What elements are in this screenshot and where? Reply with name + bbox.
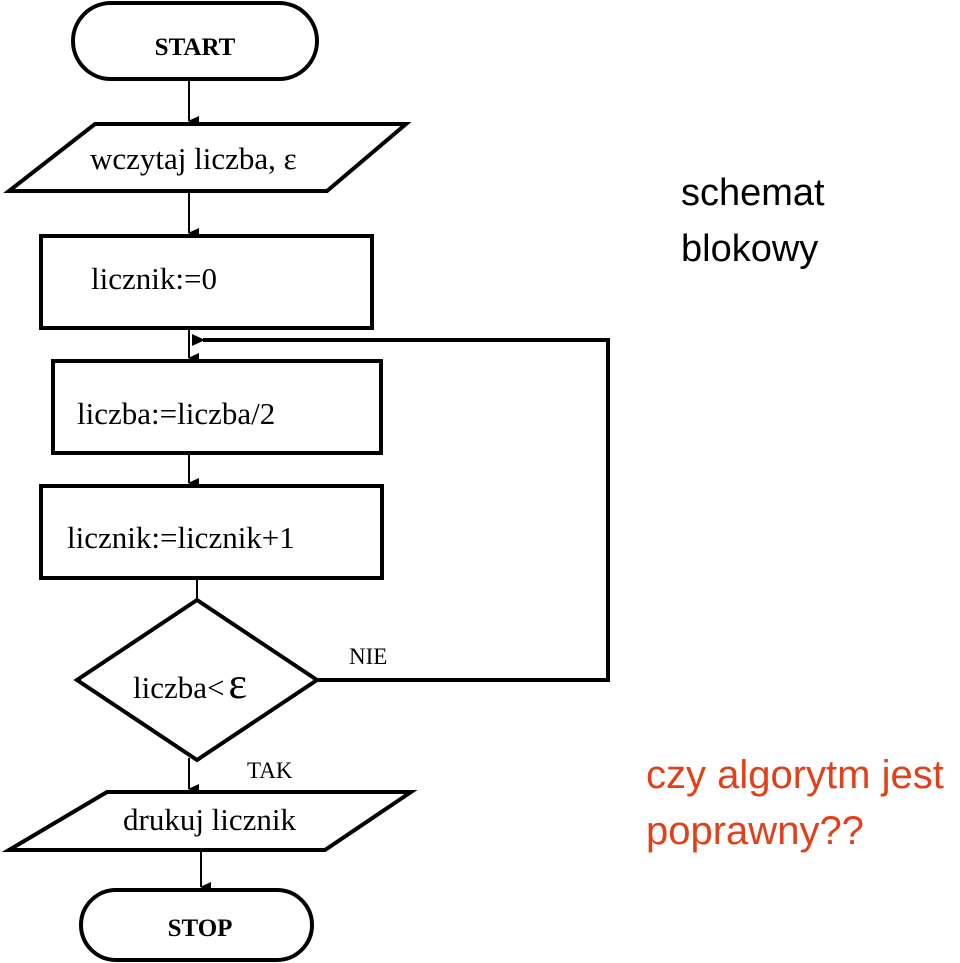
decision-label: liczba<ε — [133, 659, 247, 708]
output-label: drukuj licznik — [123, 802, 297, 837]
caption-line-2: blokowy — [681, 228, 819, 270]
start-label: START — [155, 34, 236, 61]
stop-terminal — [79, 888, 314, 962]
caption-line-1: schemat — [681, 172, 825, 214]
yes-branch-label: TAK — [247, 758, 293, 783]
output-block — [1, 790, 418, 852]
increment-block — [39, 484, 384, 580]
decision-block — [73, 597, 321, 763]
input-block — [3, 122, 412, 193]
halve-block — [51, 359, 383, 455]
halve-label: liczba:=liczba/2 — [77, 396, 275, 431]
start-terminal — [71, 1, 319, 81]
increment-label: licznik:=licznik+1 — [67, 520, 295, 555]
stop-label: STOP — [168, 915, 233, 942]
input-label: wczytaj liczba, ε — [90, 141, 297, 176]
init-block — [39, 234, 374, 330]
decision-epsilon-symbol: ε — [229, 659, 247, 708]
question-line-2: poprawny?? — [646, 809, 864, 853]
decision-condition-text: liczba< — [133, 670, 225, 705]
loop-back-no-branch — [192, 334, 610, 682]
no-branch-label: NIE — [349, 644, 387, 669]
question-line-1: czy algorytm jest — [646, 753, 944, 797]
init-label: licznik:=0 — [91, 261, 217, 296]
